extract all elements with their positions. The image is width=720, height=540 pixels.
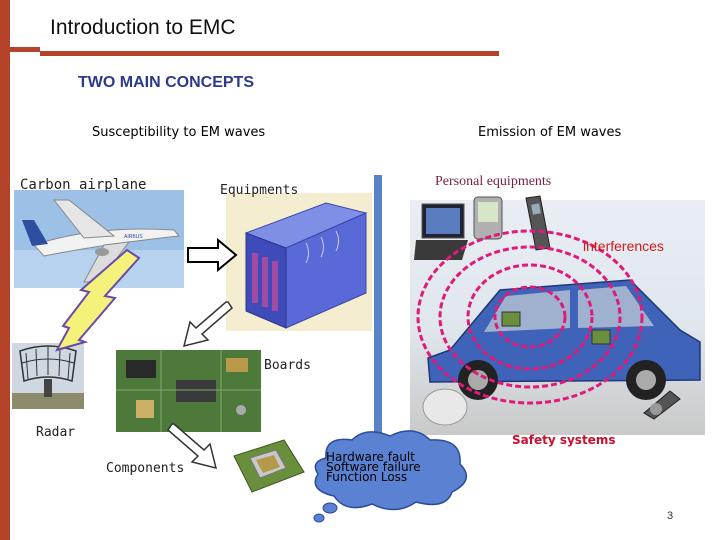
page-number: 3 xyxy=(667,510,674,522)
thought-cloud-icon xyxy=(313,430,468,523)
svg-text:AIRBUS: AIRBUS xyxy=(124,234,143,240)
title-underline xyxy=(40,51,499,56)
radar-icon xyxy=(12,343,84,409)
interference-waves xyxy=(416,229,644,405)
arrow-equipment-to-boards xyxy=(182,301,233,348)
column-divider xyxy=(374,175,382,480)
lightning-icon xyxy=(54,248,141,352)
left-column-heading: Susceptibility to EM waves xyxy=(92,125,266,140)
safety-systems-label: Safety systems xyxy=(512,433,616,447)
airbag-icon xyxy=(422,388,468,426)
arrow-airplane-to-equipment xyxy=(187,237,238,273)
sensor-icon xyxy=(643,390,681,420)
slide-left-accent-bar xyxy=(0,0,10,540)
cloud-line-hardware-fault: Hardware fault xyxy=(326,450,415,464)
slide-title: Introduction to EMC xyxy=(50,16,236,39)
slide-top-accent-line xyxy=(0,47,40,52)
radar-label: Radar xyxy=(36,425,76,440)
phone-icon xyxy=(525,195,551,251)
boards-label: Boards xyxy=(264,358,311,373)
personal-equipments-label: Personal equipments xyxy=(435,174,552,189)
equipment-rack-icon xyxy=(226,193,372,331)
components-label: Components xyxy=(106,461,185,476)
airplane-icon: AIRBUS xyxy=(14,190,184,288)
cloud-line-function-loss: Function Loss xyxy=(326,470,408,484)
pda-icon xyxy=(473,196,503,240)
interferences-label: interferences xyxy=(583,238,664,254)
cloud-text: Hardware fault Software failure Function… xyxy=(326,450,421,484)
chip-icon xyxy=(233,439,305,493)
slide-subtitle: TWO MAIN CONCEPTS xyxy=(78,74,254,91)
cloud-line-software-failure: Software failure xyxy=(326,460,421,474)
equipments-label: Equipments xyxy=(220,183,299,198)
right-column-heading: Emission of EM waves xyxy=(478,125,622,140)
carbon-airplane-label: Carbon airplane xyxy=(20,177,147,193)
arrow-boards-to-components xyxy=(167,423,218,470)
circuit-board-icon xyxy=(116,350,261,432)
